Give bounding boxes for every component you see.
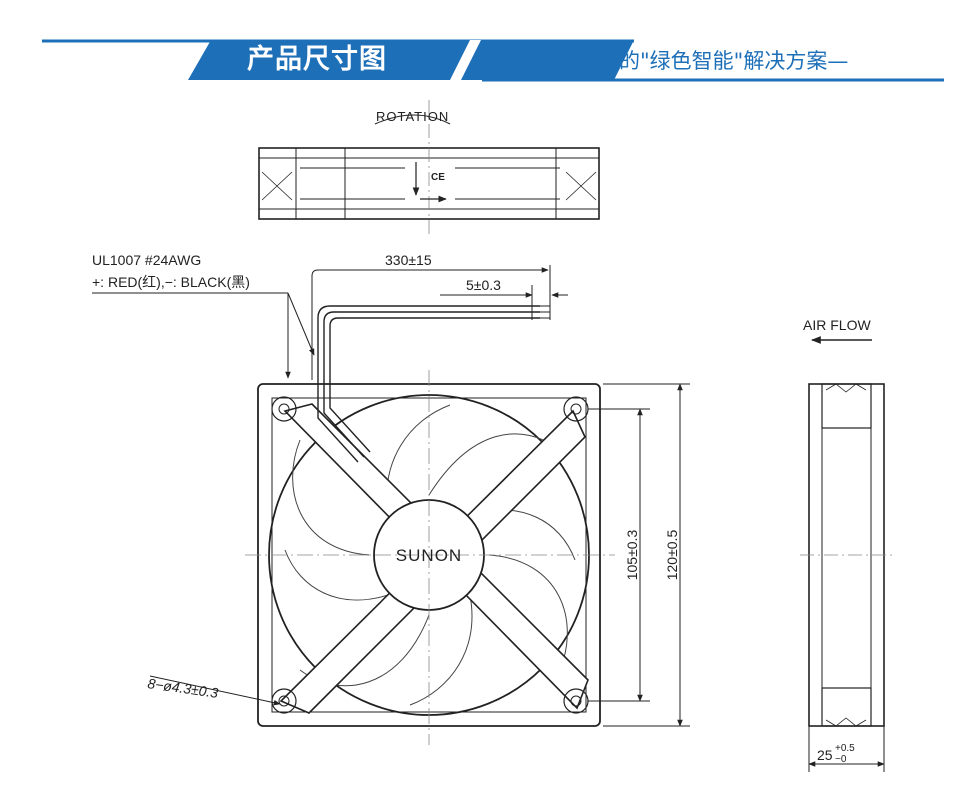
header-accent-stripe: [450, 40, 481, 80]
lead-length-dimension: [311, 265, 568, 380]
lead-length-label: 330±15: [385, 252, 432, 268]
frame-dimensions: [588, 383, 690, 727]
hole-spec-label: 8−ø4.3±0.3: [147, 675, 220, 701]
strip-length-label: 5±0.3: [466, 277, 501, 293]
header-subtitle: —尊享定制化的"绿色智能"解决方案—: [493, 49, 849, 73]
header-graphic: [42, 39, 944, 82]
depth-base-label: 25: [817, 747, 833, 763]
wire-spec-label: UL1007 #24AWG: [92, 252, 201, 268]
fan-front-view: [245, 305, 615, 745]
fan-side-view: [800, 336, 895, 772]
depth-tol-lower: −0: [835, 754, 847, 765]
header-title-band: [188, 40, 634, 80]
wire-colors-label: +: RED(红),−: BLACK(黑): [92, 274, 250, 290]
fan-blades: [284, 404, 576, 706]
section-header: 产品尺寸图 —尊享定制化的"绿色智能"解决方案—: [0, 0, 980, 100]
header-title: 产品尺寸图: [247, 44, 387, 75]
wire-leader: [92, 292, 315, 379]
airflow-label: AIR FLOW: [803, 317, 871, 333]
fan-top-view: [258, 100, 600, 238]
hub-brand: SUNON: [396, 546, 462, 565]
frame-size-label: 120±0.5: [664, 530, 680, 581]
hole-spec-leader: [149, 675, 281, 706]
depth-tol-upper: +0.5: [835, 743, 855, 754]
ce-mark: CE: [431, 172, 445, 183]
rotation-label: ROTATION: [376, 109, 449, 124]
hole-spacing-label: 105±0.3: [624, 530, 640, 581]
